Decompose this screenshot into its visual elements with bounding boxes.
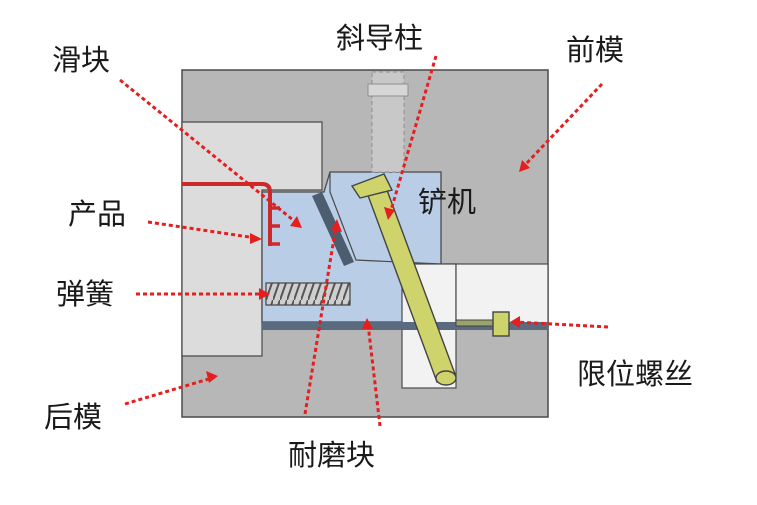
spring: [265, 282, 351, 306]
arrow-wear-block-2: [366, 323, 382, 427]
arrowhead-wear-block-2: [362, 318, 373, 329]
wear-plate: [262, 322, 548, 330]
label-front-mold: 前模: [566, 33, 625, 67]
label-wear-block: 耐磨块: [288, 438, 376, 472]
arrow-rear-mold: [124, 376, 213, 406]
arrowhead-slider: [290, 216, 302, 228]
label-slider: 滑块: [52, 43, 111, 77]
label-product: 产品: [68, 197, 127, 231]
arrow-slider: [119, 78, 299, 226]
arrow-heads: [206, 160, 530, 383]
arrowhead-rear-mold: [206, 371, 218, 383]
pin-cap-head: [367, 83, 409, 97]
arrowhead-spring: [259, 288, 270, 300]
stop-screw-shaft: [455, 319, 497, 327]
label-rear-mold: 后模: [44, 400, 103, 434]
leader-arrows: [119, 55, 609, 427]
arrowhead-angle-pin: [384, 207, 395, 220]
product-outline: [182, 182, 272, 246]
arrow-wear-block-1: [303, 225, 338, 415]
angle-pin-tip: [435, 370, 457, 386]
label-lock-block: 铲机: [418, 185, 477, 219]
arrow-stop-screw: [515, 320, 609, 329]
label-stop-screw: 限位螺丝: [577, 357, 694, 391]
arrowhead-product: [250, 233, 262, 244]
arrowhead-wear-block-1: [331, 219, 342, 232]
arrowhead-stop-screw: [510, 316, 520, 328]
label-angle-pin: 斜导柱: [336, 21, 424, 55]
label-spring: 弹簧: [56, 277, 115, 311]
stop-screw-head: [492, 311, 510, 337]
arrow-front-mold: [522, 82, 604, 168]
angle-pin-head: [350, 173, 394, 199]
arrowhead-front-mold: [519, 160, 530, 172]
